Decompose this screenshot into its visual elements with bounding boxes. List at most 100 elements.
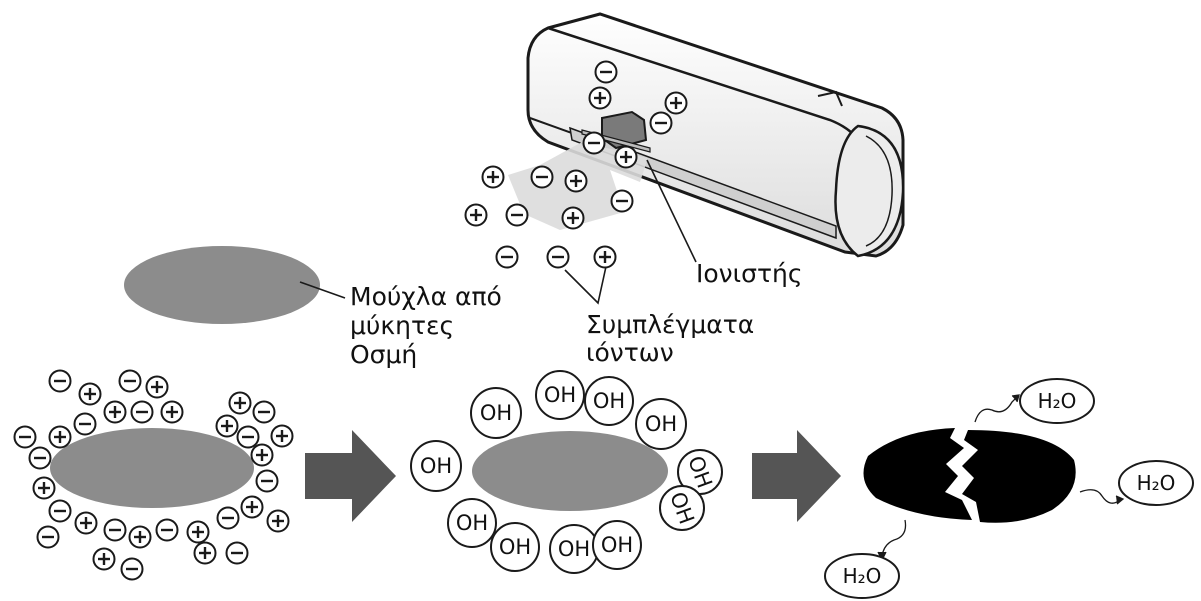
negative-ion bbox=[530, 165, 554, 189]
negative-ion bbox=[610, 189, 634, 213]
positive-ion bbox=[92, 547, 116, 571]
mold-label-line2: μύκητες bbox=[350, 311, 455, 340]
negative-ion bbox=[130, 400, 154, 424]
water-arrow-top bbox=[974, 395, 1019, 423]
svg-text:OH: OH bbox=[499, 535, 531, 559]
hydroxyl-radical: OH bbox=[635, 398, 687, 450]
positive-ion bbox=[128, 525, 152, 549]
water-molecule: H₂O bbox=[1118, 460, 1194, 506]
positive-ion bbox=[74, 511, 98, 535]
svg-text:OH: OH bbox=[593, 389, 625, 413]
svg-text:H₂O: H₂O bbox=[1038, 389, 1077, 413]
water-arrows bbox=[877, 394, 1125, 562]
water-arrow-left bbox=[881, 519, 907, 557]
negative-ion bbox=[28, 446, 52, 470]
destroyed-mold-right bbox=[962, 430, 1076, 523]
ac-end-cap-inner bbox=[865, 135, 893, 247]
clusters-label-line2: ιόντων bbox=[586, 338, 674, 367]
negative-ion bbox=[216, 506, 240, 530]
svg-text:OH: OH bbox=[480, 401, 512, 425]
hydroxyl-radical: OH bbox=[490, 522, 540, 572]
positive-ion bbox=[78, 382, 102, 406]
positive-ion bbox=[481, 165, 505, 189]
process-arrows bbox=[305, 430, 841, 522]
svg-text:OH: OH bbox=[645, 412, 677, 436]
negative-ion bbox=[546, 245, 570, 269]
mold-ellipse bbox=[124, 246, 320, 324]
hydroxyl-radical: OH bbox=[592, 520, 642, 570]
positive-ion bbox=[48, 425, 72, 449]
positive-ion bbox=[228, 391, 252, 415]
negative-ion bbox=[155, 518, 179, 542]
svg-text:OH: OH bbox=[544, 383, 576, 407]
mold-with-hydroxyl bbox=[472, 431, 668, 511]
positive-ion bbox=[664, 91, 688, 115]
svg-text:OH: OH bbox=[456, 511, 488, 535]
negative-ion bbox=[252, 400, 276, 424]
water-molecule: H₂O bbox=[1019, 378, 1095, 424]
leader-lines bbox=[299, 159, 697, 305]
positive-ion bbox=[145, 375, 169, 399]
hydroxyl-radical: OH bbox=[549, 524, 599, 574]
positive-ion bbox=[250, 443, 274, 467]
negative-ion bbox=[505, 203, 529, 227]
ion-layer bbox=[13, 60, 688, 581]
clusters-label-line1: Συμπλέγματα bbox=[586, 310, 755, 339]
destroyed-mold bbox=[863, 428, 1076, 523]
positive-ion bbox=[464, 203, 488, 227]
positive-ion bbox=[593, 245, 617, 269]
positive-ion bbox=[561, 206, 585, 230]
positive-ion bbox=[270, 424, 294, 448]
mold-label-line1: Μούχλα από bbox=[350, 282, 502, 311]
hydroxyl-radical: OH bbox=[447, 498, 497, 548]
svg-text:H₂O: H₂O bbox=[1137, 471, 1176, 495]
negative-ion bbox=[649, 111, 673, 135]
negative-ion bbox=[73, 412, 97, 436]
negative-ion bbox=[48, 499, 72, 523]
mold-leader-line bbox=[299, 281, 346, 299]
negative-ion bbox=[36, 525, 60, 549]
positive-ion bbox=[32, 476, 56, 500]
positive-ion bbox=[186, 520, 210, 544]
negative-ion bbox=[48, 369, 72, 393]
ionizer-leader-line bbox=[646, 159, 697, 263]
ionizer-label: Ιονιστής bbox=[696, 259, 803, 288]
positive-ion bbox=[588, 86, 612, 110]
hydroxyl-radical: OH bbox=[470, 387, 522, 439]
positive-ion bbox=[266, 509, 290, 533]
svg-text:OH: OH bbox=[420, 454, 452, 478]
positive-ion bbox=[240, 495, 264, 519]
positive-ion bbox=[564, 169, 588, 193]
positive-ion bbox=[193, 541, 217, 565]
hydroxyl-radical: OH bbox=[677, 449, 723, 495]
ac-body bbox=[526, 12, 905, 258]
hydroxyl-radical: OH bbox=[659, 485, 705, 531]
water-molecule: H₂O bbox=[824, 553, 900, 599]
ac-notch bbox=[817, 90, 843, 107]
process-arrow-1 bbox=[305, 430, 396, 522]
hydroxyl-radical: OH bbox=[535, 370, 585, 420]
svg-text:OH: OH bbox=[558, 537, 590, 561]
positive-ion bbox=[614, 145, 638, 169]
mold-with-ions bbox=[50, 428, 254, 508]
negative-ion bbox=[103, 518, 127, 542]
negative-ion bbox=[225, 541, 249, 565]
negative-ion bbox=[594, 60, 618, 84]
water-arrow-right-head bbox=[1115, 495, 1125, 505]
hydroxyl-radical: OH bbox=[410, 440, 462, 492]
water-layer: H₂O H₂O H₂O bbox=[824, 378, 1194, 599]
negative-ion bbox=[120, 557, 144, 581]
positive-ion bbox=[160, 400, 184, 424]
destroyed-mold-left bbox=[863, 428, 972, 520]
svg-text:OH: OH bbox=[601, 533, 633, 557]
negative-ion bbox=[495, 245, 519, 269]
positive-ion bbox=[103, 400, 127, 424]
positive-ion bbox=[215, 414, 239, 438]
negative-ion bbox=[255, 469, 279, 493]
negative-ion bbox=[582, 131, 606, 155]
negative-ion bbox=[13, 425, 37, 449]
negative-ion bbox=[236, 425, 260, 449]
clusters-leader-line bbox=[564, 261, 608, 305]
hydroxyl-radical: OH bbox=[584, 376, 634, 426]
